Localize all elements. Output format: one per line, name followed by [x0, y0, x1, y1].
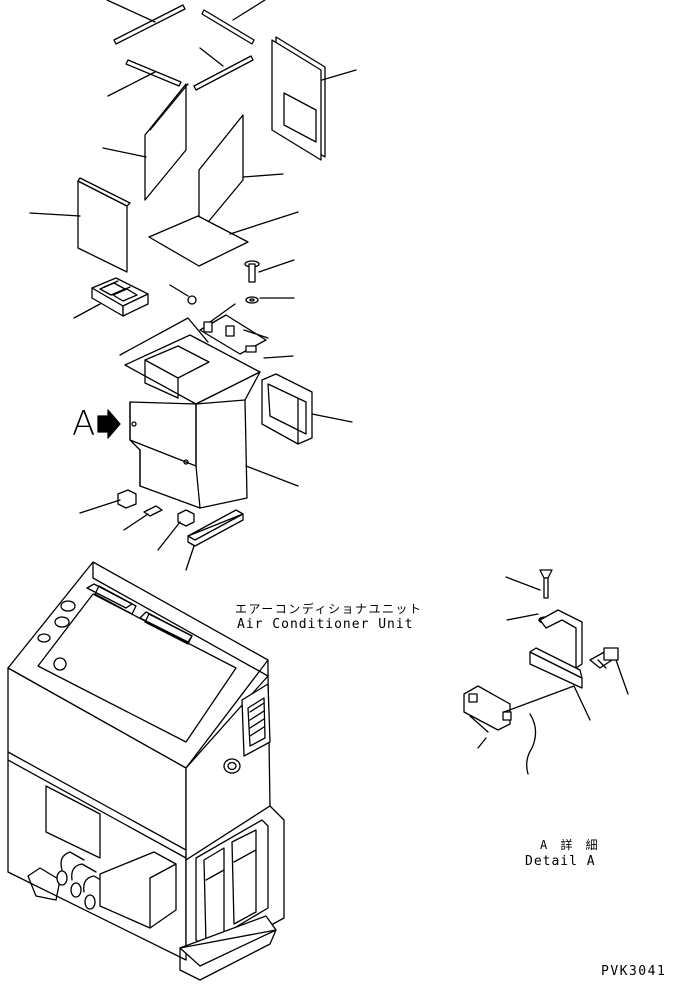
filter-cover-panel [272, 37, 325, 160]
console-assembly [8, 562, 284, 980]
gasket-frame [262, 374, 312, 444]
leader-lines [30, 0, 356, 570]
detail-label-jp: A 詳 細 [540, 838, 601, 852]
unit-label-en: Air Conditioner Unit [237, 617, 414, 632]
detail-label-en: Detail A [525, 854, 596, 869]
mounting-bracket [200, 315, 266, 354]
detail-a-drawing [464, 570, 628, 774]
bolt-and-washer [245, 261, 259, 303]
view-a-arrow [98, 410, 120, 438]
foam-blocks [118, 490, 243, 546]
ac-unit-housing [125, 335, 260, 508]
view-marker-a: A [72, 404, 96, 444]
seal-strips [114, 5, 254, 90]
insulation-panels [78, 84, 248, 272]
unit-label-jp: エアーコンディショナユニット [235, 602, 423, 616]
drawing-code: PVK3041 [601, 964, 667, 979]
fastener-ball [188, 296, 196, 304]
vent-louver [92, 278, 148, 316]
